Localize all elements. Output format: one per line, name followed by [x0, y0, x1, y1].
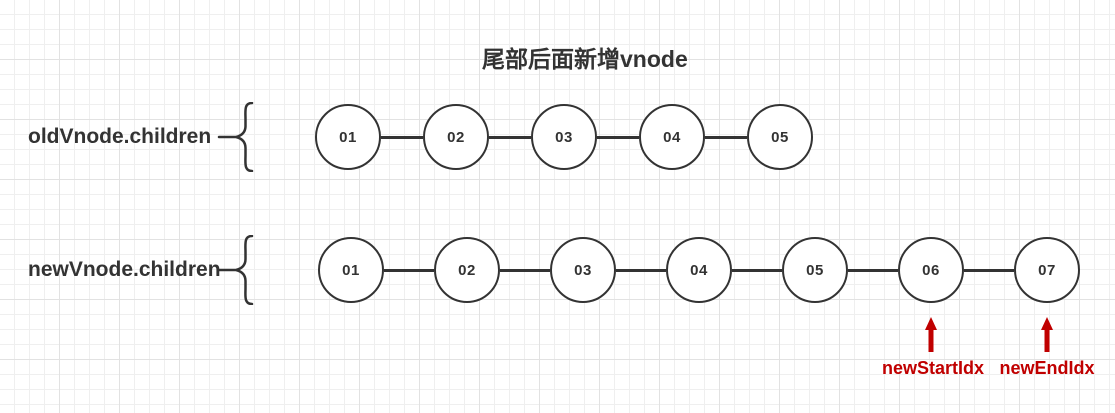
new-node-chain: 01 02 03 04 05 06 07 [318, 237, 1080, 303]
new-start-idx-label: newStartIdx [881, 358, 985, 378]
new-end-idx-label: newEndIdx [999, 358, 1095, 378]
up-arrow-icon [1041, 317, 1053, 352]
node-connector [384, 268, 434, 272]
vnode-circle: 06 [898, 237, 964, 303]
new-children-row: newVnode.children 01 02 03 04 05 06 07 [0, 235, 1115, 305]
old-node-chain: 01 02 03 04 05 [315, 104, 813, 170]
curly-brace-icon [217, 235, 254, 305]
node-connector [964, 268, 1014, 272]
new-children-label: newVnode.children [28, 258, 221, 281]
node-connector [489, 135, 531, 139]
old-children-row: oldVnode.children 01 02 03 04 05 [0, 102, 1115, 172]
curly-brace-icon [217, 102, 254, 172]
vnode-circle: 02 [423, 104, 489, 170]
old-children-label: oldVnode.children [28, 125, 212, 148]
vnode-circle: 05 [747, 104, 813, 170]
vnode-circle: 03 [550, 237, 616, 303]
vnode-circle: 03 [531, 104, 597, 170]
diagram-title: 尾部后面新增vnode [482, 46, 688, 72]
node-connector [705, 135, 747, 139]
node-connector [500, 268, 550, 272]
node-connector [597, 135, 639, 139]
node-connector [732, 268, 782, 272]
up-arrow-icon [925, 317, 937, 352]
vnode-circle: 04 [666, 237, 732, 303]
node-connector [848, 268, 898, 272]
vnode-circle: 04 [639, 104, 705, 170]
vnode-circle: 01 [315, 104, 381, 170]
vnode-circle: 07 [1014, 237, 1080, 303]
node-connector [381, 135, 423, 139]
vnode-circle: 02 [434, 237, 500, 303]
node-connector [616, 268, 666, 272]
vnode-circle: 01 [318, 237, 384, 303]
vnode-circle: 05 [782, 237, 848, 303]
